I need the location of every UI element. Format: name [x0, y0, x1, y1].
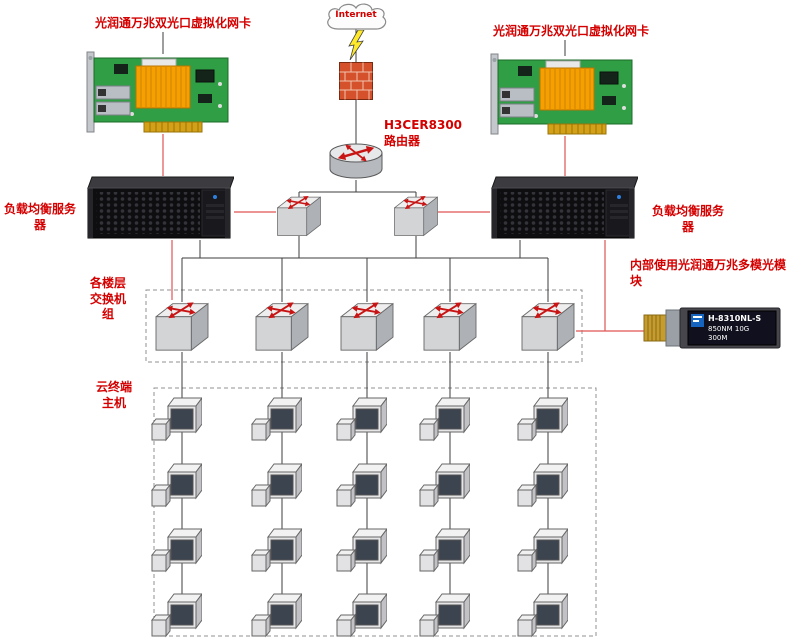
- terminal-icon: [250, 527, 302, 573]
- terminal-icon: [418, 592, 470, 638]
- nic-left-label: 光润通万兆双光口虚拟化网卡: [94, 16, 251, 30]
- wires-red: [162, 134, 646, 332]
- sfp-distance-text: 300M: [708, 334, 727, 342]
- terminal-group-box: [153, 387, 597, 637]
- sfp-note-label: 内部使用光润通万兆多模光模块: [630, 258, 787, 288]
- sfp-module-icon: H-8310NL-S 850NM 10G 300M: [643, 307, 781, 349]
- terminal-icon: [150, 396, 202, 442]
- floor-switch-group-box: [145, 289, 583, 363]
- server-left-label: 负载均衡服务器: [3, 202, 76, 232]
- terminal-icon: [335, 527, 387, 573]
- terminal-icon: [150, 592, 202, 638]
- nic-left-icon: [86, 50, 236, 135]
- lightning-icon: [347, 30, 365, 60]
- nic-right-label: 光润通万兆双光口虚拟化网卡: [492, 24, 649, 38]
- terminal-icon: [516, 527, 568, 573]
- terminal-icon: [335, 592, 387, 638]
- terminal-icon: [150, 462, 202, 508]
- router-label: H3CER8300路由器: [384, 118, 463, 148]
- terminal-icon: [516, 462, 568, 508]
- sfp-spec-text: 850NM 10G: [708, 325, 749, 333]
- terminal-label: 云终端主机: [95, 380, 132, 410]
- terminal-icon: [418, 396, 470, 442]
- terminal-icon: [516, 592, 568, 638]
- server-left-icon: [84, 172, 234, 242]
- core-switch-1-icon: [276, 194, 322, 237]
- terminal-icon: [418, 527, 470, 573]
- terminal-icon: [516, 396, 568, 442]
- floor-switch-4-icon: [422, 300, 478, 352]
- server-right-label: 负载均衡服务器: [651, 204, 724, 234]
- terminal-icon: [250, 462, 302, 508]
- floor-switch-5-icon: [520, 300, 576, 352]
- firewall-icon: [339, 62, 373, 100]
- floor-switch-2-icon: [254, 300, 310, 352]
- router-icon: [328, 140, 384, 182]
- floor-switch-label: 各楼层交换机组: [89, 276, 126, 322]
- terminal-icon: [335, 396, 387, 442]
- terminal-icon: [150, 527, 202, 573]
- sfp-model-text: H-8310NL-S: [708, 314, 761, 323]
- terminal-icon: [250, 396, 302, 442]
- server-right-icon: [488, 172, 638, 242]
- nic-right-icon: [490, 52, 640, 137]
- terminal-icon: [250, 592, 302, 638]
- floor-switch-1-icon: [154, 300, 210, 352]
- terminal-icon: [418, 462, 470, 508]
- core-switch-2-icon: [393, 194, 439, 237]
- terminal-icon: [335, 462, 387, 508]
- internet-label: Internet: [335, 10, 377, 20]
- floor-switch-3-icon: [339, 300, 395, 352]
